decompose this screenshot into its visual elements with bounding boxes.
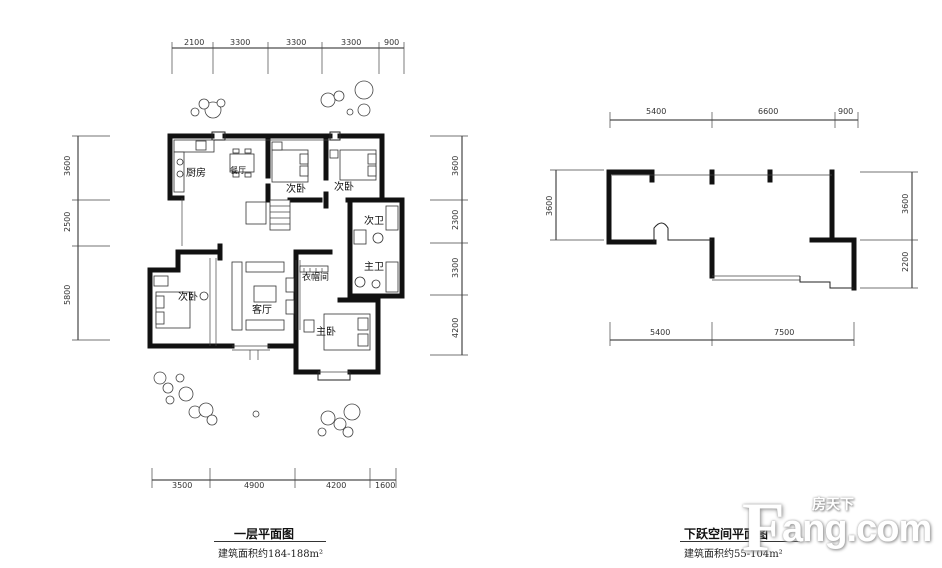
left-left-dim-2: 5800 xyxy=(63,285,72,305)
left-top-dimensions: 2100 3300 3300 3300 900 xyxy=(171,38,405,74)
left-right-dim-0: 3600 xyxy=(451,156,460,176)
room-kitchen: 厨房 xyxy=(186,166,206,179)
room-dining: 餐厅 xyxy=(230,166,246,175)
tree-icon xyxy=(153,371,194,405)
left-right-dim-2: 3300 xyxy=(451,258,460,278)
tree-icon xyxy=(252,410,260,418)
tree-icons xyxy=(153,80,374,438)
left-top-dim-2: 3300 xyxy=(286,38,306,47)
left-right-dimensions: 3600 2300 3300 4200 xyxy=(430,135,468,356)
right-plan-walls xyxy=(606,169,857,291)
watermark-logo: F 房天下 ang.com xyxy=(742,489,932,566)
left-top-dim-1: 3300 xyxy=(230,38,250,47)
room-closet: 衣帽间 xyxy=(302,271,329,283)
left-plan-area: 建筑面积约184-188m² xyxy=(218,549,324,560)
room-bedroom-b: 次卧 xyxy=(334,180,354,193)
left-top-dim-4: 900 xyxy=(384,38,399,47)
tree-icon xyxy=(190,98,226,119)
right-plan-caption: 下跃空间平面图 xyxy=(684,527,769,541)
room-master: 主卧 xyxy=(316,325,336,338)
left-left-dim-0: 3600 xyxy=(63,156,72,176)
right-top-dim-1: 6600 xyxy=(758,107,778,116)
right-right-dimensions: 3600 2200 xyxy=(860,171,918,289)
watermark-brand-en: ang.com xyxy=(782,508,932,550)
tree-icon xyxy=(188,402,218,426)
tree-icon xyxy=(320,80,374,117)
left-left-dimensions: 3600 2500 5800 xyxy=(63,135,110,341)
watermark-brand-cn: 房天下 xyxy=(812,497,854,513)
right-plan-thin-lines xyxy=(612,174,854,289)
left-bottom-dim-1: 4900 xyxy=(244,481,264,490)
left-caption-underline xyxy=(214,541,326,542)
left-plan-furniture xyxy=(153,139,399,351)
right-bottom-dim-0: 5400 xyxy=(650,328,670,337)
right-top-dim-2: 900 xyxy=(838,107,853,116)
left-bottom-dim-3: 1600 xyxy=(375,481,395,490)
left-plan-room-labels: 厨房 餐厅 次卧 次卧 次卫 衣帽间 主卫 次卧 客厅 主卧 xyxy=(178,166,384,338)
left-right-dim-3: 4200 xyxy=(451,318,460,338)
left-plan-caption: 一层平面图 xyxy=(234,527,295,541)
left-bottom-dim-0: 3500 xyxy=(172,481,192,490)
left-bottom-dim-2: 4200 xyxy=(326,481,346,490)
left-right-dim-1: 2300 xyxy=(451,210,460,230)
left-top-dim-0: 2100 xyxy=(184,38,204,47)
room-bath-2: 次卫 xyxy=(364,214,384,227)
left-top-dim-3: 3300 xyxy=(341,38,361,47)
watermark-initial: F xyxy=(742,489,785,566)
right-right-dim-0: 3600 xyxy=(901,194,910,214)
room-bedroom-a: 次卧 xyxy=(286,182,306,195)
right-right-dim-1: 2200 xyxy=(901,252,910,272)
right-left-dim-0: 3600 xyxy=(545,196,554,216)
right-bottom-dimensions: 5400 7500 xyxy=(609,322,855,346)
room-living: 客厅 xyxy=(252,303,272,316)
room-bath-master: 主卫 xyxy=(364,261,384,273)
right-caption-underline xyxy=(680,541,800,542)
right-bottom-dim-1: 7500 xyxy=(774,328,794,337)
left-bottom-dimensions: 3500 4900 4200 1600 xyxy=(151,468,397,490)
right-top-dim-0: 5400 xyxy=(646,107,666,116)
left-plan-thin-lines xyxy=(181,131,351,381)
room-bedroom-left: 次卧 xyxy=(178,290,198,303)
tree-icon xyxy=(317,403,361,438)
right-top-dimensions: 5400 6600 900 xyxy=(609,107,859,128)
left-left-dim-1: 2500 xyxy=(63,212,72,232)
right-plan-area: 建筑面积约55-104m² xyxy=(684,549,783,560)
right-left-dimensions: 3600 xyxy=(545,169,604,241)
